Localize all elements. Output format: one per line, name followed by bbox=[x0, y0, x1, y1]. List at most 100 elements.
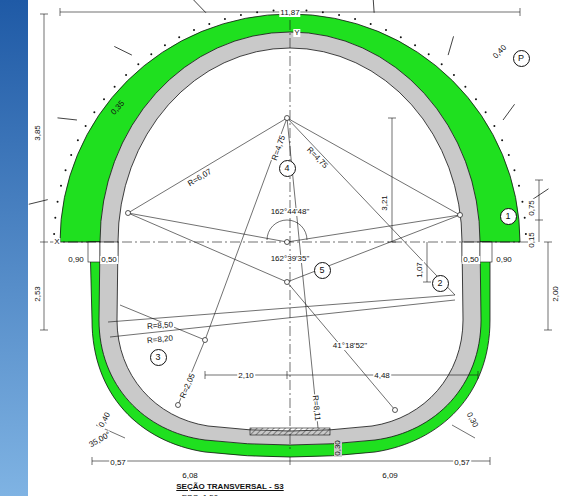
umbrella-dot bbox=[103, 98, 105, 100]
spile bbox=[192, 0, 206, 13]
dimension-label: 3,85 bbox=[34, 124, 42, 142]
umbrella-dot bbox=[370, 23, 372, 25]
dimension-label: 0,50 bbox=[100, 256, 118, 264]
umbrella-dot bbox=[485, 111, 487, 113]
spile bbox=[373, 0, 374, 13]
callout-text: P bbox=[518, 54, 524, 63]
umbrella-dot bbox=[57, 201, 59, 203]
dimension-label: 0,90 bbox=[67, 256, 85, 264]
dimension-label: 35,00° bbox=[87, 430, 113, 450]
center-points bbox=[126, 116, 463, 413]
umbrella-dot bbox=[137, 63, 139, 65]
section-caption: SEÇÃO TRANSVERSAL - S3 bbox=[175, 483, 284, 491]
umbrella-dot bbox=[114, 86, 116, 88]
umbrella-dot bbox=[354, 18, 356, 20]
dimension-label: 6,08 bbox=[181, 472, 199, 480]
umbrella-dot bbox=[508, 154, 510, 156]
umbrella-dot bbox=[475, 98, 477, 100]
callout-text: 4 bbox=[284, 164, 289, 173]
dimension-label: R=8,11 bbox=[311, 394, 322, 422]
dimension-label: 0,15 bbox=[528, 231, 536, 249]
umbrella-dot bbox=[77, 139, 79, 141]
umbrella-dot bbox=[93, 111, 95, 113]
dimension-label: 0,30 bbox=[464, 410, 479, 429]
axes bbox=[50, 20, 530, 450]
dimension-label: 2,53 bbox=[34, 285, 42, 303]
umbrella-dot bbox=[178, 36, 180, 38]
dimension-label: 0,40 bbox=[97, 410, 112, 429]
umbrella-dot bbox=[513, 169, 515, 171]
umbrella-dot bbox=[164, 44, 166, 46]
spile bbox=[448, 36, 453, 55]
dimension-label: 3,21 bbox=[381, 194, 389, 212]
umbrella-dot bbox=[414, 44, 416, 46]
umbrella-dot bbox=[521, 201, 523, 203]
umbrella-dot bbox=[441, 63, 443, 65]
umbrella-dot bbox=[525, 233, 527, 235]
dimension-label: 162°39'35" bbox=[270, 255, 311, 263]
umbrella-dot bbox=[70, 154, 72, 156]
umbrella-dot bbox=[464, 86, 466, 88]
dimension-label: 0,40 bbox=[491, 43, 509, 61]
umbrella-dot bbox=[85, 125, 87, 127]
umbrella-dot bbox=[305, 10, 307, 12]
umbrella-dot bbox=[54, 217, 56, 219]
umbrella-dot bbox=[53, 233, 55, 235]
dimension-label: 0,90 bbox=[495, 256, 513, 264]
callout-number: 2 bbox=[432, 275, 449, 292]
umbrella-dot bbox=[400, 36, 402, 38]
dimension-label: 1,07 bbox=[416, 261, 424, 279]
spile bbox=[532, 189, 548, 200]
dimension-label: 0,30 bbox=[334, 439, 342, 457]
umbrella-spiles bbox=[29, 0, 549, 235]
spile bbox=[503, 104, 515, 120]
dimension-label: 0,57 bbox=[109, 459, 127, 467]
umbrella-dot bbox=[453, 74, 455, 76]
dimension-label: 0,75 bbox=[528, 199, 536, 217]
umbrella-dot bbox=[273, 10, 275, 12]
umbrella-dot bbox=[224, 18, 226, 20]
side-bar bbox=[0, 0, 28, 496]
callout-number: 4 bbox=[279, 160, 296, 177]
callout-number: 3 bbox=[150, 349, 167, 366]
callout-text: 1 bbox=[505, 212, 510, 221]
dimension-label: 2,00 bbox=[552, 285, 560, 303]
umbrella-dot bbox=[493, 125, 495, 127]
umbrella-dot bbox=[193, 29, 195, 31]
dimension-label: ESC. 1:50 bbox=[181, 494, 219, 496]
umbrella-dot bbox=[385, 29, 387, 31]
callout-text: 2 bbox=[437, 279, 442, 288]
callout-text: 5 bbox=[319, 266, 324, 275]
dimension-label: X bbox=[53, 238, 60, 246]
springing-block bbox=[480, 242, 492, 262]
dimension-label: Y bbox=[293, 29, 300, 37]
umbrella-dot bbox=[240, 14, 242, 16]
umbrella-dot bbox=[208, 23, 210, 25]
dimension-label: 11,87 bbox=[279, 9, 300, 17]
umbrella-dot bbox=[518, 185, 520, 187]
umbrella-dot bbox=[428, 53, 430, 55]
dimension-label: 162°44'48" bbox=[270, 208, 311, 216]
construction-lines bbox=[108, 118, 460, 428]
dimension-label: 4,48 bbox=[373, 372, 391, 380]
dimension-label: 6,09 bbox=[381, 472, 399, 480]
spile bbox=[29, 200, 48, 205]
springing-block bbox=[88, 242, 100, 262]
umbrella-dot bbox=[60, 185, 62, 187]
dimension-label: 0,50 bbox=[462, 256, 480, 264]
dimension-label: 41°18'52" bbox=[332, 342, 368, 350]
callout-number: 5 bbox=[314, 262, 331, 279]
umbrella-dot bbox=[125, 74, 127, 76]
umbrella-dot bbox=[501, 139, 503, 141]
callout-text: 3 bbox=[155, 353, 160, 362]
dimension-label: 0,57 bbox=[453, 459, 471, 467]
umbrella-dot bbox=[524, 217, 526, 219]
callout-number: P bbox=[513, 50, 530, 67]
dimension-lines bbox=[40, 8, 552, 465]
callout-number: 1 bbox=[500, 208, 517, 225]
umbrella-dot bbox=[150, 53, 152, 55]
spile bbox=[114, 46, 132, 55]
